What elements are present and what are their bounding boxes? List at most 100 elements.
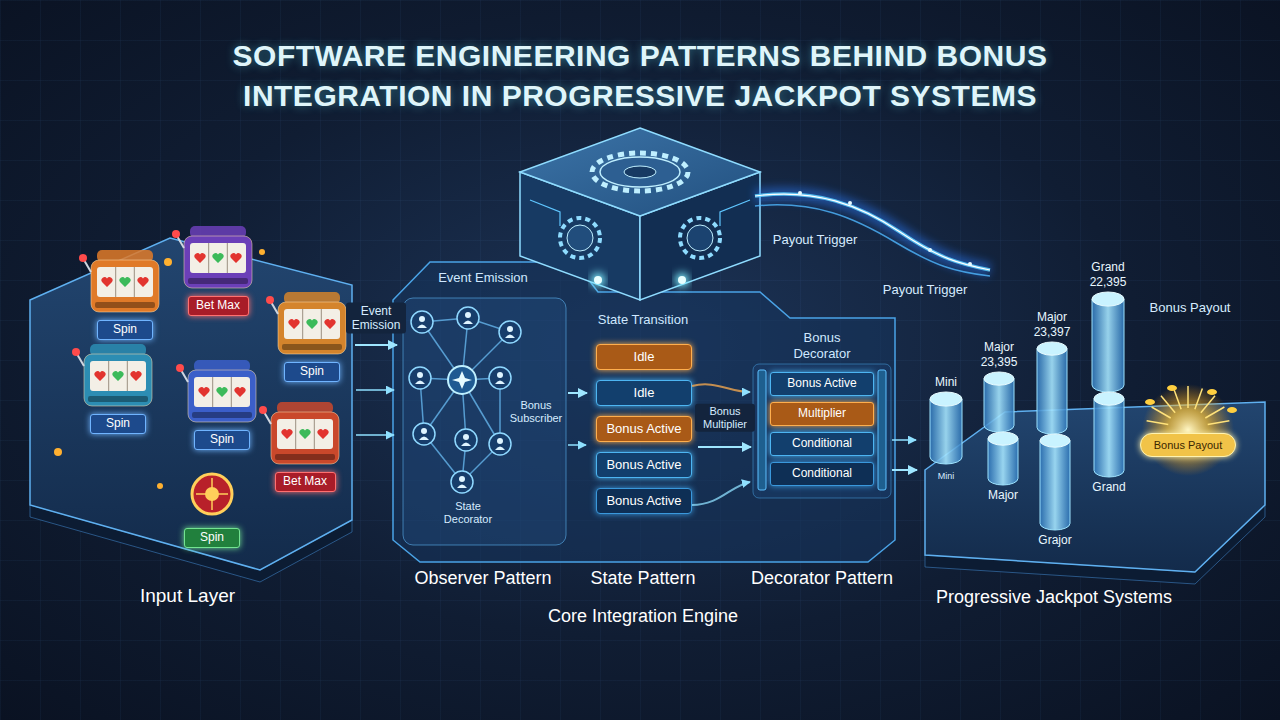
engine-cube-part (567, 225, 593, 251)
jackpot-cylinder-outline (1037, 342, 1067, 434)
jackpot-cylinder-outline-part (1040, 434, 1070, 447)
payout-stream (755, 191, 990, 276)
payout-stream-part (755, 194, 990, 270)
engine-cube-part (624, 166, 656, 178)
input-panel-outline (20, 235, 355, 610)
decorator-panel-outline-part (753, 364, 891, 498)
input-panel-outline-part (30, 238, 352, 570)
panel-heading: Event Emission (438, 270, 528, 286)
observer-graph-part (420, 378, 424, 434)
panel-heading: Observer Pattern (414, 568, 551, 590)
slot-machines-part (54, 448, 62, 456)
engine-panel-outline-part (393, 262, 895, 562)
slot-machines-part (176, 360, 256, 422)
engine-cube-part (687, 225, 713, 251)
jackpot-cylinder-outline-part (1094, 392, 1124, 405)
jackpot-cylinder-outline-part (930, 399, 962, 464)
jackpot-panel-outline-part (1227, 407, 1237, 413)
jackpot-cylinder: Major 23,395 (984, 372, 1014, 432)
bet-max-button: Bet Max (188, 296, 249, 316)
jackpot-panel-outline-part (1174, 389, 1182, 410)
decorator-box: Conditional (770, 432, 874, 456)
jackpot-cylinder-outline-part (984, 379, 1014, 432)
decorator-rails-part (758, 370, 766, 490)
annotation-label: Bonus Payout (1150, 300, 1231, 316)
jackpot-cylinder-outline (1040, 434, 1070, 530)
flow-arrows-part (568, 444, 586, 446)
annotation-label: Mini (938, 471, 955, 482)
observer-graph-part (462, 444, 500, 482)
engine-panel: Core Integration EngineEvent EmissionObs… (388, 240, 898, 632)
observer-graph-part (420, 378, 462, 380)
jackpot-panel-outline-part (1142, 384, 1234, 476)
bonus-wheel-part (192, 474, 232, 514)
jackpot-cylinder: Mini (930, 392, 962, 464)
engine-cube-part (680, 218, 720, 258)
engine-cube-part (678, 276, 686, 284)
jackpot-cylinder-outline-part (930, 392, 962, 406)
spin-button: Spin (90, 414, 146, 434)
engine-cube-part (640, 172, 760, 300)
slot-machines-part (157, 483, 163, 489)
jackpot-cylinder-outline (930, 392, 962, 464)
decorator-box: Conditional (770, 462, 874, 486)
jackpot-panel-outline-part (1145, 399, 1155, 405)
flow-arrows-part (356, 434, 394, 436)
decorator-panel-outline-part (753, 364, 891, 498)
connector-layer-part (355, 345, 917, 470)
bonus-wheel-part (196, 493, 228, 495)
jackpot-cylinder: Major 23,397 (1037, 342, 1067, 434)
box-label: Conditional (792, 467, 852, 481)
jackpot-cylinder-outline-part (988, 432, 1018, 445)
jackpot-panel-outline-part (1208, 421, 1230, 425)
observer-graph-part (462, 332, 510, 380)
decorator-rails-part (878, 370, 886, 490)
box-label: Spin (210, 433, 234, 447)
decorator-panel: Bonus DecoratorDecorator PatternBonus Ac… (752, 322, 892, 592)
observer-graph-part (409, 367, 431, 389)
box-label: Bonus Payout (1154, 439, 1223, 452)
box-label: Spin (106, 417, 130, 431)
box-label: Conditional (792, 437, 852, 451)
jackpot-cylinder-outline-part (1037, 342, 1067, 355)
jackpot-value: Major (988, 488, 1018, 502)
observer-graph-part (499, 378, 501, 444)
jackpot-panel-outline-part (1201, 396, 1215, 413)
spin-button: Spin (194, 430, 250, 450)
bonus-wheel-part (205, 487, 219, 501)
annotation-label: Bonus Subscriber (509, 399, 563, 425)
bonus-wheel (192, 474, 232, 514)
flow-connector (355, 344, 397, 346)
observer-graph-part (452, 371, 472, 389)
payout-stream-part (755, 194, 990, 270)
box-label: Idle (634, 350, 655, 365)
box-label: Bonus Active (787, 377, 856, 391)
engine-cube-part (675, 273, 689, 287)
state-panel: State TransitionState PatternIdleIdleBon… (588, 300, 698, 592)
bonus-wheel-part (211, 478, 213, 510)
payout-stream-part (755, 205, 990, 276)
jackpot-cylinder-outline-part (1040, 441, 1070, 530)
slot-machines-part (266, 292, 346, 354)
jackpot-cylinder-outline (988, 432, 1018, 485)
observer-graph-part (489, 367, 511, 389)
input-panel: Input LayerBet MaxSpinSpinSpinSpinBet Ma… (20, 235, 355, 610)
box-label: Bet Max (196, 299, 240, 313)
jackpot-cylinder: Grand (1094, 392, 1124, 477)
connector-label: Bonus Multiplier (695, 404, 755, 432)
jackpot-cylinder-outline-part (1092, 292, 1124, 306)
observer-graph-part (424, 380, 462, 434)
jackpot-panel-outline-part (1152, 407, 1171, 418)
diagram-title: SOFTWARE ENGINEERING PATTERNS BEHIND BON… (90, 36, 1190, 116)
box-label: Bet Max (283, 475, 327, 489)
jackpot-panel-outline-part (1187, 386, 1189, 408)
engine-cube-part (560, 218, 600, 258)
flow-arrows-part (892, 439, 916, 441)
payout-stream-part (928, 248, 932, 252)
panel-heading: Progressive Jackpot Systems (936, 587, 1172, 609)
engine-cube-part (520, 172, 640, 300)
bet-max-button: Bet Max (275, 472, 336, 492)
payout-stream-part (848, 201, 852, 205)
observer-graph-part (462, 378, 500, 380)
observer-graph-part (411, 311, 433, 333)
